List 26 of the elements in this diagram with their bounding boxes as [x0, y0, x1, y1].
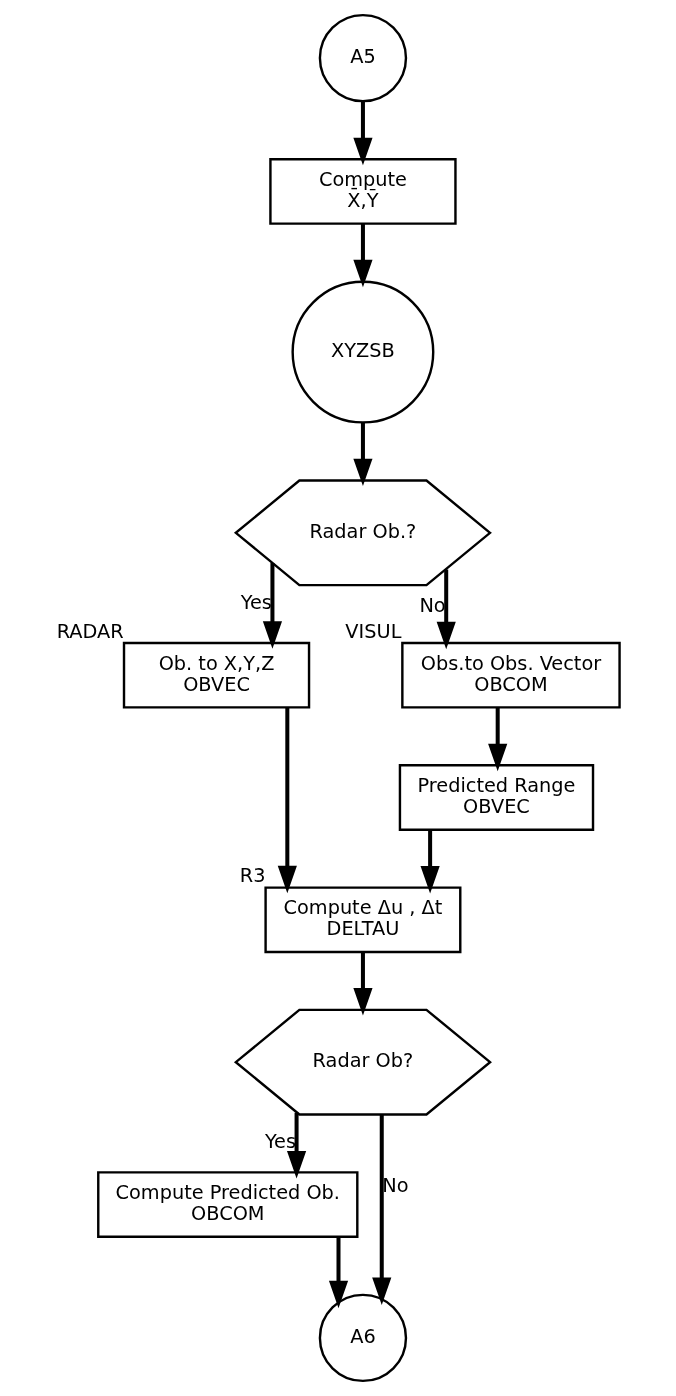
arrow [277, 707, 297, 894]
node-label: VISUL [345, 619, 402, 643]
edge-label: No [382, 1173, 409, 1197]
arrow [353, 223, 373, 288]
arrow [328, 1236, 349, 1309]
arrow [488, 708, 508, 772]
arrow [420, 830, 440, 894]
node-box: Obs.to Obs. Vector OBCOM [401, 641, 621, 709]
arrow [353, 423, 373, 487]
node-label: RADAR [56, 619, 124, 643]
node-box: Compute X̄,Ȳ [269, 158, 457, 225]
node-circle: XYZSB [291, 280, 435, 424]
node-box: Predicted Range OBVEC [398, 764, 595, 831]
arrow [372, 1114, 392, 1305]
arrow [286, 1112, 307, 1179]
arrow [436, 569, 456, 650]
node-box: Ob. to X,Y,Z OBVEC [122, 641, 311, 709]
node-box: Compute Predicted Ob. OBCOM [97, 1171, 359, 1238]
arrow [262, 563, 283, 649]
arrow [353, 101, 373, 166]
node-label: R3 [239, 864, 266, 888]
node-box: Compute Δu , Δt DELTAU [264, 886, 462, 954]
node-circle: A6 [318, 1293, 408, 1383]
edge-label: Yes [264, 1130, 297, 1154]
arrow [353, 952, 373, 1016]
node-circle: A5 [318, 13, 408, 103]
